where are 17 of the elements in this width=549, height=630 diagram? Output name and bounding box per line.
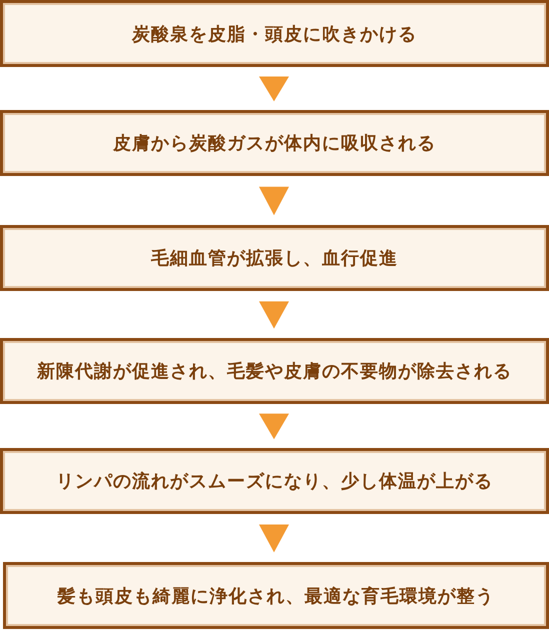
process-box	[0, 110, 549, 176]
step-text: リンパの流れがスムーズになり、少し体温が上がる	[56, 470, 493, 493]
step-text: 毛細血管が拡張し、血行促進	[151, 247, 398, 270]
arrow	[259, 524, 289, 552]
arrow	[259, 186, 289, 216]
step-text: 炭酸泉を皮脂・頭皮に吹きかける	[132, 22, 417, 46]
step-text: 髪も頭皮も綺麗に浄化され、最適な育毛環境が整う	[58, 584, 494, 608]
process-box	[0, 225, 549, 291]
process-box	[0, 338, 549, 404]
process-box	[3, 562, 549, 629]
step-text: 皮膚から炭酸ガスが体内に吸収される	[113, 132, 436, 155]
process-box	[0, 448, 549, 514]
process-box	[0, 0, 549, 67]
arrow	[259, 76, 289, 102]
arrow	[259, 301, 289, 329]
step-text: 新陳代謝が促進され、毛髪や皮膚の不要物が除去される	[37, 360, 512, 383]
arrow	[259, 414, 289, 440]
